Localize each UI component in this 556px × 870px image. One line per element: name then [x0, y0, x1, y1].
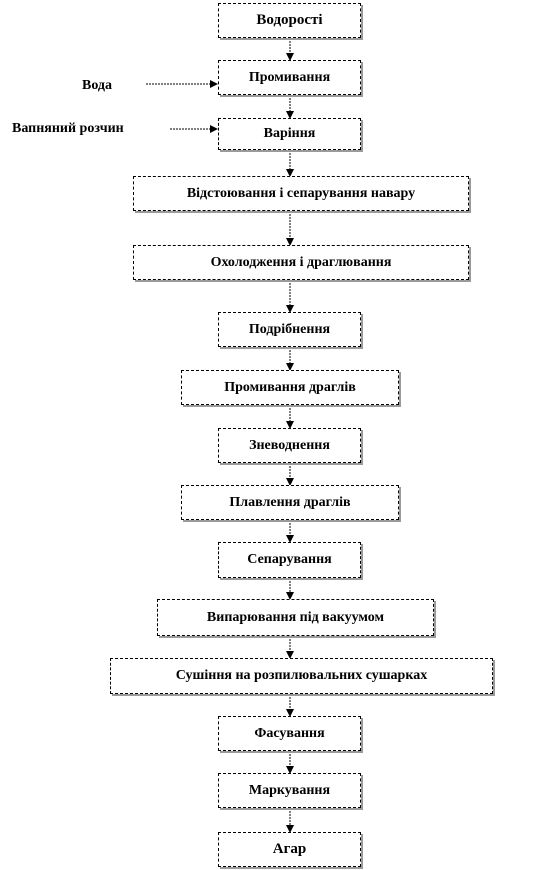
input-label-lime-solution: Вапняний розчин	[12, 121, 124, 136]
step-spray-drying: Сушіння на розпилювальних сушарках	[110, 658, 493, 694]
step-gel-washing: Промивання драглів	[181, 370, 399, 405]
step-dewatering: Зневоднення	[218, 428, 361, 463]
step-labeling: Маркування	[218, 773, 361, 808]
step-washing: Промивання	[218, 60, 361, 95]
step-gel-melting: Плавлення драглів	[181, 485, 399, 520]
input-label-water: Вода	[82, 78, 113, 93]
step-agar: Агар	[218, 832, 361, 867]
step-separation: Сепарування	[218, 542, 361, 578]
step-seaweed: Водорості	[218, 3, 361, 38]
step-boiling: Варіння	[218, 118, 361, 150]
step-vacuum-evaporation: Випарювання під вакуумом	[157, 599, 434, 636]
step-cooling-gelling: Охолодження і драглювання	[133, 245, 469, 280]
step-grinding: Подрібнення	[218, 312, 361, 347]
step-settling-separation: Відстоювання і сепарування навару	[133, 176, 469, 211]
step-packaging: Фасування	[218, 716, 361, 751]
